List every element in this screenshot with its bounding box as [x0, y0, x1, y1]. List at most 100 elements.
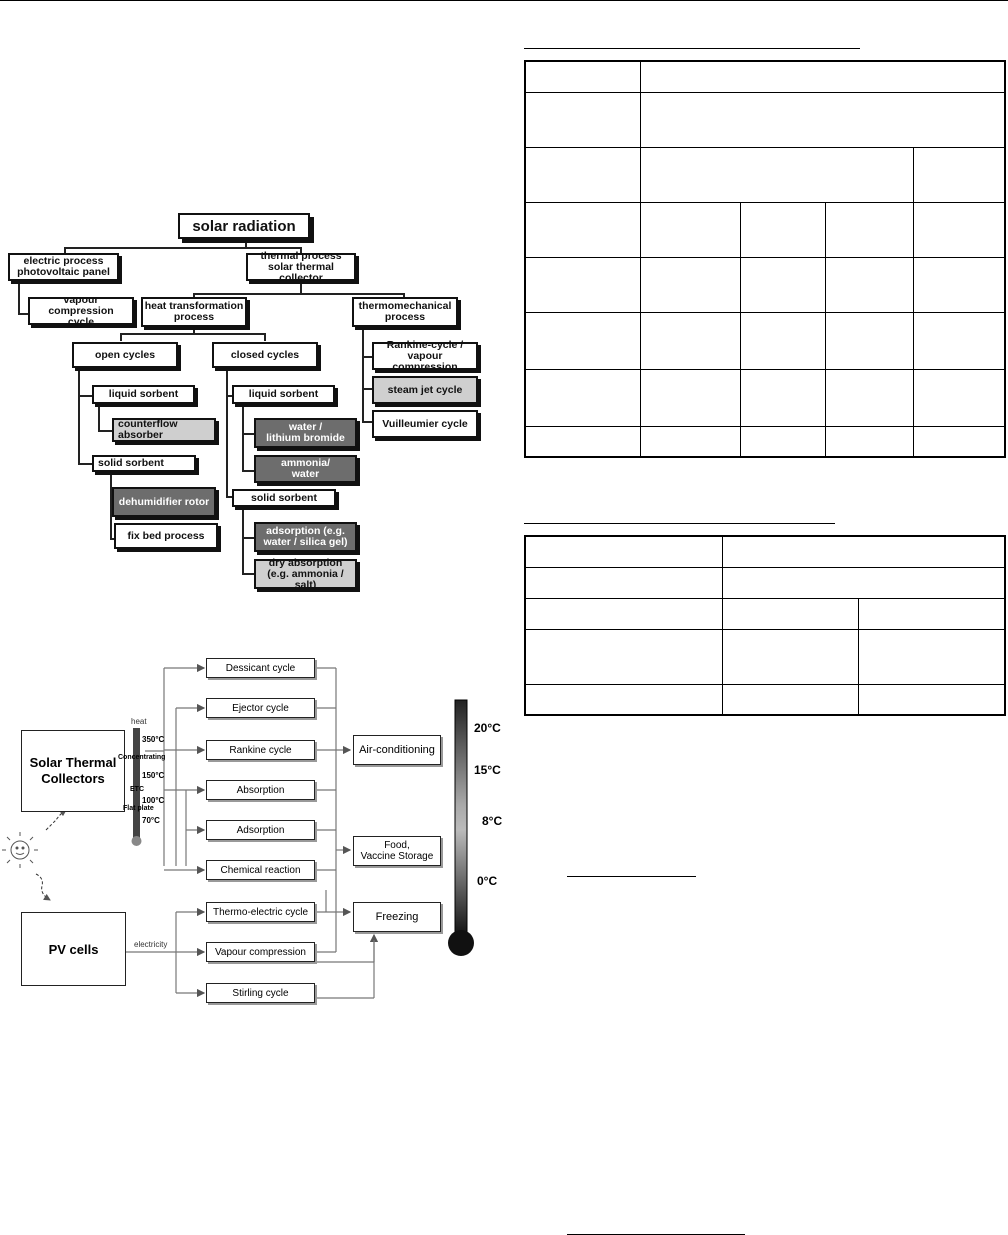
temp-20-label: 20°C — [474, 721, 501, 735]
pv-cells-box: PV cells — [21, 912, 126, 986]
node-label: water — [291, 468, 320, 480]
food-storage-box: Food,Vaccine Storage — [353, 836, 441, 866]
node-label: process — [173, 311, 215, 323]
table-cell — [858, 628, 1006, 685]
temp-70-label: 70°C — [142, 816, 160, 825]
table-row — [524, 91, 1006, 148]
freezing-box: Freezing — [353, 902, 441, 932]
table-cell — [824, 425, 914, 458]
header-rule — [0, 0, 1008, 1]
thermometer-bulb — [448, 930, 474, 956]
cycle-box-adsorption: Adsorption — [206, 820, 315, 840]
table-1 — [524, 60, 1006, 458]
table-row — [524, 60, 1006, 93]
node-label: dry absorption — [268, 556, 343, 569]
adsorption-node: adsorption (e.g.water / silica gel) — [254, 522, 357, 552]
steam-jet-node: steam jet cycle — [372, 376, 478, 404]
table-cell — [524, 256, 641, 313]
node-label: heat transformation — [144, 300, 244, 312]
table-cell — [524, 146, 641, 203]
table-cell — [639, 256, 741, 313]
open-solid-sorbent-node: solid sorbent — [92, 455, 196, 472]
node-label: vapour compression — [48, 293, 114, 317]
rankine-node: Rankine-cycle /vapour compression — [372, 339, 478, 372]
table-cell — [912, 368, 1006, 427]
table-cell — [639, 146, 914, 203]
table-cell — [639, 201, 741, 258]
node-label: counterflow absorber — [118, 418, 178, 441]
temp-8-label: 8°C — [482, 814, 503, 828]
table-row — [524, 566, 1006, 599]
table-cell — [639, 60, 1006, 93]
cycle-box-thermoelectric: Thermo-electric cycle — [206, 902, 315, 922]
etc-label: ETC — [130, 786, 144, 793]
box-label: Solar Thermal — [29, 755, 117, 770]
concentrating-label: Concentrating — [118, 754, 166, 761]
table-cell — [858, 597, 1006, 630]
cycle-box-dessicant: Dessicant cycle — [206, 658, 315, 678]
output-label: Freezing — [375, 911, 419, 923]
heat-label: heat — [131, 717, 147, 726]
cycle-box-chemical: Chemical reaction — [206, 860, 315, 880]
output-label: Food, — [384, 840, 410, 851]
table-cell — [524, 425, 641, 458]
table-cell — [721, 597, 860, 630]
counterflow-absorber-node: counterflow absorber — [112, 418, 216, 442]
node-label: water / — [288, 421, 323, 433]
solar-radiation-node: solar radiation — [178, 213, 310, 239]
output-label: Vaccine Storage — [360, 851, 434, 862]
node-label: liquid sorbent — [108, 388, 179, 400]
node-label: thermomechanical — [358, 300, 452, 312]
table-row — [524, 425, 1006, 458]
table-cell — [912, 256, 1006, 313]
flat-plate-label: Flat plate — [123, 805, 154, 812]
table-cell — [524, 566, 723, 599]
node-label: process — [384, 311, 426, 323]
node-label: (e.g. ammonia / salt) — [267, 567, 344, 591]
cycle-box-ejector: Ejector cycle — [206, 698, 315, 718]
table-cell — [524, 368, 641, 427]
node-label: dehumidifier rotor — [118, 495, 210, 508]
table-cell — [524, 535, 723, 568]
table-2-caption-rule — [524, 523, 835, 524]
node-label: water / silica gel) — [263, 536, 348, 548]
table-row — [524, 628, 1006, 685]
dehumidifier-rotor-node: dehumidifier rotor — [112, 487, 216, 517]
table-row — [524, 146, 1006, 203]
collector-thermometer — [133, 728, 140, 838]
cycle-label: Adsorption — [236, 824, 285, 836]
connector-lines — [2, 663, 474, 999]
table-cell — [639, 368, 741, 427]
table-cell — [824, 311, 914, 370]
table-cell — [524, 683, 723, 716]
temp-150-label: 150°C — [142, 771, 165, 780]
cycle-label: Rankine cycle — [229, 744, 292, 756]
node-label: cycle — [67, 315, 95, 328]
table-cell — [858, 683, 1006, 716]
cycle-label: Dessicant cycle — [225, 662, 296, 674]
temp-15-label: 15°C — [474, 763, 501, 777]
air-conditioning-box: Air-conditioning — [353, 735, 441, 765]
table-cell — [721, 683, 860, 716]
node-label: Vuilleumier cycle — [382, 417, 468, 430]
table-cell — [824, 201, 914, 258]
table-cell — [524, 60, 641, 93]
table-cell — [524, 597, 723, 630]
table-cell — [639, 91, 1006, 148]
open-liquid-sorbent-node: liquid sorbent — [92, 385, 195, 404]
table-cell — [524, 201, 641, 258]
table-cell — [721, 628, 860, 685]
node-label: open cycles — [94, 348, 156, 361]
water-libr-node: water /lithium bromide — [254, 418, 357, 448]
table-row — [524, 535, 1006, 568]
table-cell — [739, 368, 826, 427]
box-label: PV cells — [48, 941, 99, 957]
node-label: fix bed process — [127, 529, 205, 542]
table-cell — [824, 368, 914, 427]
node-label: solid sorbent — [251, 491, 317, 504]
table-row — [524, 201, 1006, 258]
table-cell — [912, 201, 1006, 258]
table-cell — [912, 311, 1006, 370]
